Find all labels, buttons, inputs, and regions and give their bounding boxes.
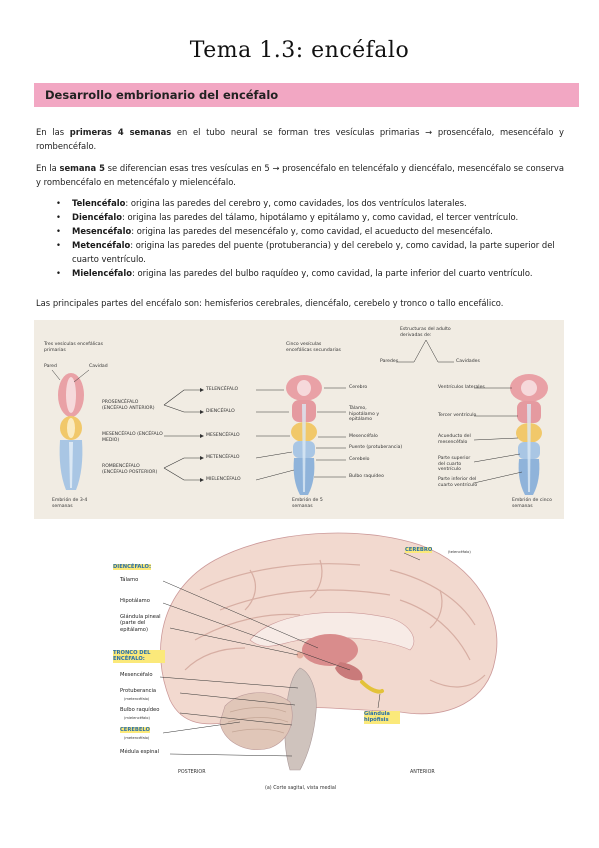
label-cerebelo: Cerebelo bbox=[349, 457, 370, 462]
embryo-drawings bbox=[51, 339, 548, 495]
label-paredes: Paredes bbox=[380, 359, 399, 364]
label-mesencefalo: MESENCÉFALO (ENCÉFALO MEDIO) bbox=[102, 432, 163, 443]
note-protuberancia: (metencéfalo) bbox=[124, 697, 150, 701]
label-tercer-ventriculo: Tercer ventrículo bbox=[438, 413, 477, 418]
label-anterior: ANTERIOR bbox=[410, 770, 435, 775]
label-prosencefalo: PROSENCÉFALO (ENCÉFALO ANTERIOR) bbox=[102, 400, 155, 411]
label-glandula-hipofisis: Glándula hipófisis bbox=[364, 711, 400, 724]
label-rombencefalo: ROMBENCÉFALO (ENCÉFALO POSTERIOR) bbox=[102, 464, 158, 475]
page-title: Tema 1.3: encéfalo bbox=[189, 38, 410, 63]
label-protuberancia: Protuberancia bbox=[120, 688, 157, 694]
arrowheads-stage-1 bbox=[200, 388, 204, 482]
label-bulbo: Bulbo raquídeo bbox=[349, 474, 384, 479]
label-bulbo-raquideo: Bulbo raquídeo bbox=[120, 707, 160, 713]
vesicle-bullet-list: •Telencéfalo: origina las paredes del ce… bbox=[56, 196, 566, 280]
paragraph-partes-encefalo: Las principales partes del encéfalo son:… bbox=[36, 298, 504, 308]
brain-leader-lines bbox=[159, 552, 421, 757]
paragraph-primeras-semanas: En las primeras 4 semanas en el tubo neu… bbox=[36, 127, 564, 151]
label-estructuras-adulto: Estructuras del adulto derivadas de: bbox=[400, 327, 451, 338]
list-item: •Mielencéfalo: origina las paredes del b… bbox=[56, 268, 533, 278]
gyri-lines bbox=[184, 559, 486, 688]
label-hipotalamo: Hipotálamo bbox=[120, 598, 150, 604]
note-cerebelo: (metencéfalo) bbox=[124, 736, 150, 740]
list-item: •Telencéfalo: origina las paredes del ce… bbox=[56, 198, 467, 208]
section-band bbox=[34, 83, 579, 107]
label-telencefalo: TELENCÉFALO bbox=[206, 387, 239, 392]
label-ventriculos-laterales: Ventrículos laterales bbox=[438, 385, 485, 390]
label-cavidad: Cavidad bbox=[89, 364, 108, 369]
label-tres-vesiculas: Tres vesículas encefálicas primarias bbox=[44, 342, 104, 353]
label-cerebro: Cerebro bbox=[349, 385, 368, 390]
list-item: •Mesencéfalo: origina las paredes del me… bbox=[56, 226, 493, 236]
label-medula-espinal: Médula espinal bbox=[120, 749, 160, 755]
label-acueducto: Acueducto del mesencéfalo bbox=[438, 434, 471, 445]
label-talamo: Tálamo bbox=[120, 577, 139, 583]
cerebellum-folia bbox=[227, 707, 289, 734]
embryo-3-4-weeks bbox=[58, 373, 84, 490]
label-mesencefalo-adulto: Mesencéfalo bbox=[349, 434, 378, 439]
note-cerebro: (telencéfalo) bbox=[448, 550, 471, 554]
embryonic-development-figure: Tres vesículas encefálicas primarias Par… bbox=[34, 320, 564, 519]
list-item: •Metencéfalo: origina las paredes del pu… bbox=[56, 240, 555, 264]
label-embrion-3-4: Embrión de 3-4 semanas bbox=[52, 498, 88, 509]
label-cavidades: Cavidades bbox=[456, 359, 480, 364]
label-puente: Puente (protuberancia) bbox=[349, 445, 403, 450]
arrows-to-embryo-2 bbox=[255, 389, 295, 481]
label-talamo-hipotalamo: Tálamo, hipotálamo y epitálamo bbox=[349, 406, 380, 423]
list-item: •Diencéfalo: origina las paredes del tál… bbox=[56, 212, 519, 222]
label-diencefalo: DIENCÉFALO bbox=[206, 409, 235, 414]
label-cuarto-superior: Parte superior del cuarto ventrículo bbox=[438, 456, 471, 473]
label-metencefalo: METENCÉFALO bbox=[206, 455, 240, 460]
label-cerebro-brain: CEREBRO bbox=[405, 547, 433, 554]
label-mesencefalo-2: MESENCÉFALO bbox=[206, 433, 240, 438]
arrows-cavities bbox=[473, 387, 523, 484]
label-embrion-5: Embrión de 5 semanas bbox=[292, 498, 323, 509]
section-heading: Desarrollo embrionario del encéfalo bbox=[45, 88, 279, 102]
label-posterior: POSTERIOR bbox=[178, 770, 206, 775]
label-diencefalo-heading: DIENCÉFALO: bbox=[113, 564, 152, 571]
label-tronco-heading: TRONCO DEL ENCÉFALO: bbox=[113, 650, 165, 663]
label-mesencefalo-brain: Mesencéfalo bbox=[120, 672, 153, 678]
label-pared: Pared bbox=[44, 364, 57, 369]
label-cerebelo-brain: CEREBELO bbox=[120, 727, 150, 734]
label-cuarto-inferior: Parte inferior del cuarto ventrículo bbox=[438, 477, 478, 488]
paragraph-semana-5: En la semana 5 se diferencian esas tres … bbox=[36, 163, 564, 187]
label-embrion-cinco: Embrión de cinco semanas bbox=[512, 498, 552, 509]
arrows-adult-structures bbox=[314, 339, 454, 478]
note-bulbo: (mielencéfalo) bbox=[124, 716, 150, 720]
pointer-lines bbox=[51, 369, 90, 383]
embryo-5-weeks-adult bbox=[510, 374, 548, 495]
embryo-5-weeks bbox=[286, 375, 322, 495]
label-cinco-vesiculas: Cinco vesículas encefálicas secundarias bbox=[286, 342, 341, 353]
label-mielencefalo: MIELENCÉFALO bbox=[206, 477, 241, 482]
label-glandula-pineal: Glándula pineal (parte del epitálamo) bbox=[120, 614, 161, 633]
figure-caption: (a) Corte sagital, vista medial bbox=[265, 786, 337, 791]
arrows-stage-1 bbox=[163, 389, 202, 481]
